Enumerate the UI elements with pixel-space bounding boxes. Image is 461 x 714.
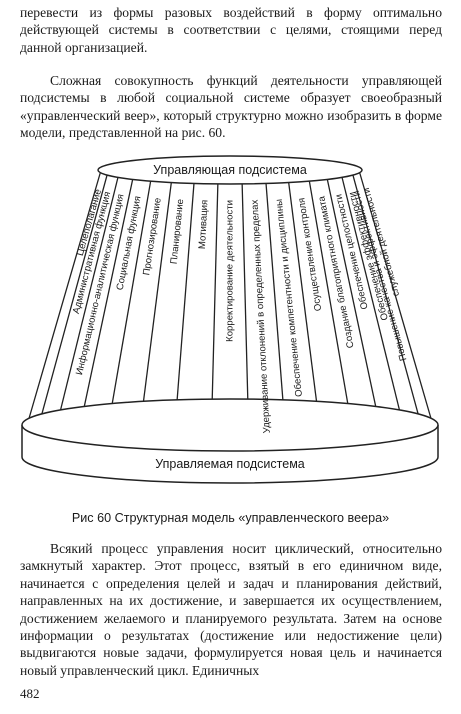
page-number: 482 xyxy=(20,686,40,701)
top-subsystem-label: Управляющая подсистема xyxy=(153,163,307,177)
fan-function-label: Планирование xyxy=(169,198,187,264)
fan-divider-line xyxy=(104,181,152,446)
paragraph-management-cycle: Всякий процесс управления носит цикличес… xyxy=(20,541,442,678)
paragraph-intro: перевести из формы разовых воздействий в… xyxy=(20,5,442,55)
fan-divider-line xyxy=(25,172,101,431)
fan-divider-line xyxy=(75,179,134,443)
figure-caption: Рис 60 Структурная модель «управленческо… xyxy=(71,511,390,525)
bottom-subsystem-label: Управляемая подсистема xyxy=(155,457,305,471)
management-fan-diagram: Управляющая подсистема Управляемая подси… xyxy=(21,155,439,484)
fan-divider-line xyxy=(341,177,408,439)
fan-lines xyxy=(25,172,435,451)
top-ellipse xyxy=(97,155,363,185)
fan-divider-line xyxy=(35,174,108,435)
base-ellipse xyxy=(21,398,439,452)
fan-divider-line xyxy=(308,181,356,446)
paragraph-fan-description: Сложная совокупность функций деятельност… xyxy=(20,73,442,141)
fan-divider-line xyxy=(352,174,425,435)
fan-function-label: Мотивация xyxy=(197,199,211,249)
fan-divider-line xyxy=(52,177,119,439)
fan-divider-line xyxy=(359,172,435,431)
fan-function-label: Корректирование деятельности xyxy=(225,200,236,342)
fan-divider-line xyxy=(326,179,385,443)
